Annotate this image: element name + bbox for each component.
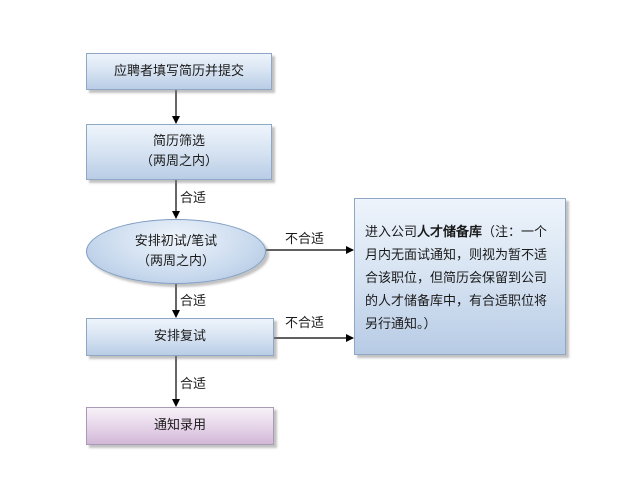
resume-screening-period: （两周之内） [139, 154, 218, 169]
first-interview-label: 安排初试/笔试 [134, 233, 218, 249]
resume-screening-box: 简历筛选 （两周之内） [86, 124, 272, 180]
hire-notice-box: 通知录用 [86, 407, 274, 445]
resume-screening-label: 简历筛选 [152, 134, 205, 149]
hire-notice-label: 通知录用 [153, 418, 206, 433]
first-interview-ellipse: 安排初试/笔试 （两周之内） [86, 219, 266, 284]
edge-label-pass-1: 合适 [180, 191, 207, 206]
submit-resume-box: 应聘者填写简历并提交 [86, 53, 272, 90]
talent-pool-prefix: 进入公司 [365, 225, 418, 240]
edge-label-fail-1: 不合适 [285, 232, 325, 247]
talent-pool-box: 进入公司人才储备库（注：一个月内无面试通知，则视为暂不适合该职位，但简历会保留到… [354, 198, 566, 355]
edge-label-fail-2: 不合适 [285, 316, 325, 331]
talent-pool-note: （注：一个月内无面试通知，则视为暂不适合该职位，但简历会保留到公司的人才储备库中… [365, 225, 548, 332]
first-interview-period: （两周之内） [136, 253, 215, 269]
second-interview-label: 安排复试 [153, 329, 206, 344]
edge-label-pass-3: 合适 [180, 377, 207, 392]
talent-pool-title: 人才储备库 [417, 225, 483, 240]
second-interview-box: 安排复试 [86, 318, 274, 356]
submit-resume-label: 应聘者填写简历并提交 [113, 63, 244, 79]
edge-label-pass-2: 合适 [180, 294, 207, 309]
